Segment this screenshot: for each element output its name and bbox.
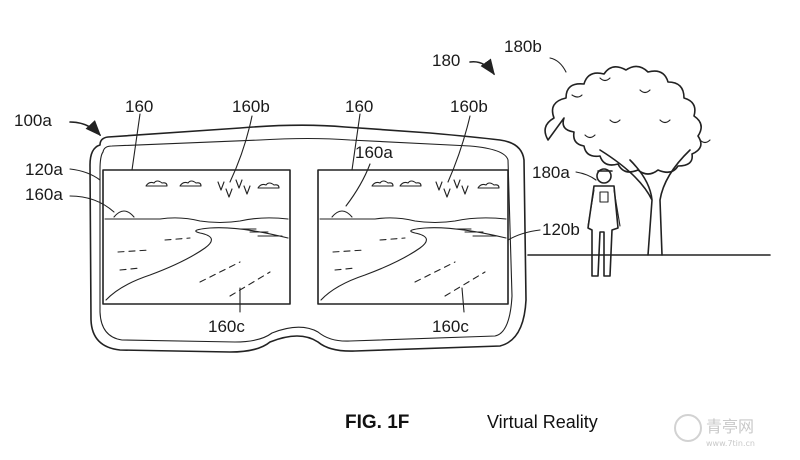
left-shoreline [105, 227, 289, 301]
leader-birds-left [229, 115, 253, 183]
label-scene-left: 160 [125, 97, 153, 116]
leader-tree [549, 57, 567, 73]
left-sand-hatching [239, 228, 283, 237]
label-headset: 100a [14, 111, 52, 130]
leader-right-sun [345, 163, 371, 207]
left-screen-frame [102, 169, 291, 305]
watermark: 青亭网 www.7tin.cn [674, 414, 755, 448]
watermark-text: 青亭网 [706, 417, 754, 436]
leader-right-screen [507, 229, 541, 241]
label-environment: 180 [432, 51, 460, 70]
leader-scene-right [351, 113, 361, 171]
reference-labels: 100a 160 160b 160 160b 120a 160a 160a 16… [14, 37, 580, 336]
watermark-subtext: www.7tin.cn [706, 439, 755, 448]
right-sand-hatching [454, 228, 498, 237]
headset-outer-shell [89, 124, 527, 353]
leader-birds-right [447, 115, 471, 183]
leader-lines [69, 57, 597, 313]
label-right-sun: 160a [355, 143, 393, 162]
label-beach-right: 160c [432, 317, 469, 336]
label-birds-right: 160b [450, 97, 488, 116]
right-screen-frame [317, 169, 509, 305]
left-cloud-icon [179, 180, 202, 187]
right-cloud-icon [477, 182, 500, 189]
headset-inner-face [99, 137, 513, 343]
label-left-screen: 120a [25, 160, 63, 179]
right-sand-dashes [414, 261, 486, 297]
tree-trunk [599, 149, 691, 256]
left-display [102, 169, 291, 305]
left-birds-icon [217, 179, 251, 198]
right-birds-icon [435, 179, 469, 198]
right-cloud-icon [399, 180, 422, 187]
person-head [596, 168, 612, 184]
left-horizon [104, 217, 289, 224]
leader-scene-left [131, 113, 141, 171]
label-left-sun: 160a [25, 185, 63, 204]
arrow-environment [469, 58, 495, 76]
label-beach-left: 160c [208, 317, 245, 336]
arrow-headset [69, 120, 102, 137]
label-right-screen: 120b [542, 220, 580, 239]
leader-left-sun [69, 195, 115, 213]
leader-left-screen [69, 168, 101, 181]
tree [544, 65, 711, 256]
leader-beach-right [461, 287, 465, 313]
person [587, 168, 621, 277]
right-display [317, 169, 509, 305]
label-tree: 180b [504, 37, 542, 56]
figure-number: FIG. 1F [345, 412, 409, 433]
tree-canopy [544, 65, 702, 175]
tree-leaf-detail [571, 77, 711, 144]
left-sand-dashes [199, 261, 271, 297]
right-cloud-icon [371, 180, 394, 187]
right-shoreline [320, 227, 507, 301]
right-water-dashes [332, 237, 406, 271]
right-sun-icon [331, 210, 353, 218]
label-person: 180a [532, 163, 570, 182]
person-body [587, 185, 619, 277]
person-badge [599, 191, 609, 203]
watermark-logo-icon [674, 414, 702, 442]
left-cloud-icon [145, 180, 168, 187]
leader-person [575, 171, 597, 181]
left-water-dashes [117, 237, 191, 271]
label-birds-left: 160b [232, 97, 270, 116]
vr-headset [89, 124, 527, 353]
left-cloud-icon [257, 182, 280, 189]
person-arms [587, 189, 621, 227]
figure-description: Virtual Reality [487, 412, 598, 432]
figure-caption: FIG. 1F Virtual Reality [345, 412, 598, 433]
right-horizon [319, 217, 507, 224]
label-scene-right: 160 [345, 97, 373, 116]
left-sun-icon [113, 210, 135, 218]
